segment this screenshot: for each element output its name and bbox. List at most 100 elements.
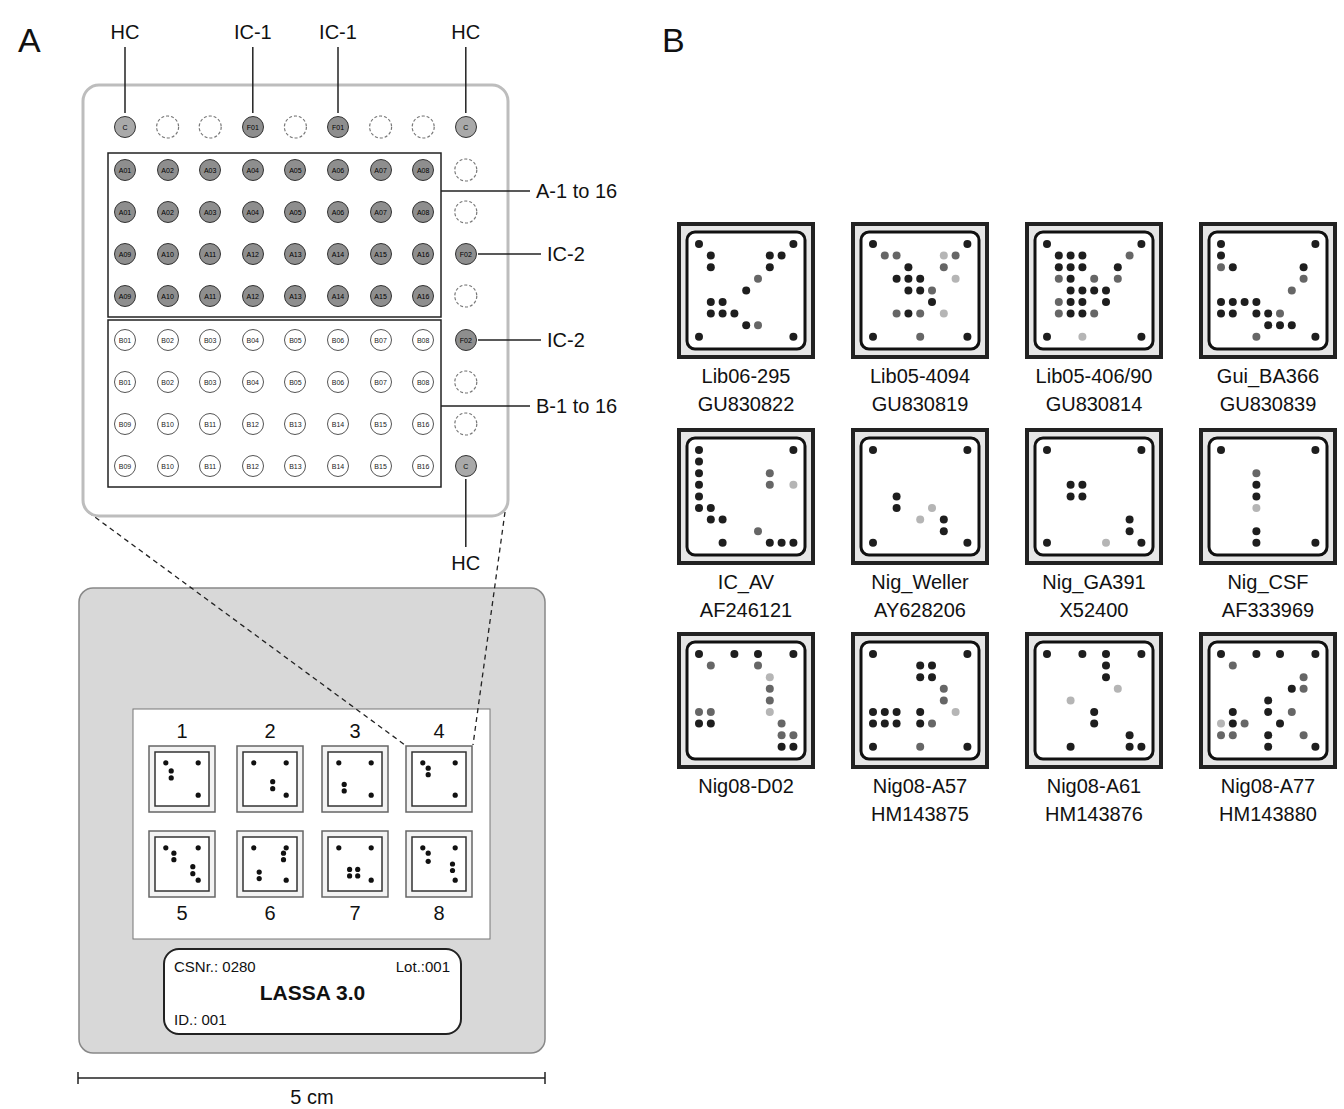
spot-id: A13	[289, 251, 301, 258]
spot-id: A03	[204, 167, 216, 174]
array-image: Lib05-406/90GU830814	[1009, 222, 1179, 418]
array-dot	[754, 321, 762, 329]
array-dot	[707, 720, 715, 728]
well-dot	[257, 876, 262, 881]
array-dot	[1300, 263, 1308, 271]
zoom-line	[473, 512, 505, 745]
array-dot	[916, 743, 924, 751]
array-spot: B06	[327, 371, 349, 393]
well-dot	[453, 760, 458, 765]
array-dot	[766, 539, 774, 547]
array-dot	[778, 720, 786, 728]
photo-frame	[853, 634, 987, 767]
spot-id: B09	[119, 421, 131, 428]
spot-id: A02	[161, 209, 173, 216]
array-dot	[1043, 446, 1051, 454]
array-dot	[1126, 731, 1134, 739]
array-dot	[1090, 275, 1098, 283]
well-window	[133, 709, 490, 939]
array-dot	[904, 310, 912, 318]
well-dot	[190, 864, 195, 869]
spot-id: A04	[247, 167, 259, 174]
well-inner	[155, 837, 209, 891]
well-dot	[426, 851, 431, 856]
array-dot	[1078, 286, 1086, 294]
array-dot	[1300, 731, 1308, 739]
spot-id: B04	[247, 337, 259, 344]
well-dot	[453, 793, 458, 798]
empty-spot	[199, 116, 221, 138]
array-dot	[869, 743, 877, 751]
array-spot: A06	[327, 159, 349, 181]
well-dot	[355, 867, 360, 872]
array-dot	[1102, 298, 1110, 306]
array-spot: F02	[455, 243, 477, 265]
array-spot: A14	[327, 243, 349, 265]
array-dot	[1126, 527, 1134, 535]
photo-inner	[1035, 438, 1153, 555]
leader-line	[252, 47, 254, 113]
spot-id: B11	[204, 421, 216, 428]
array-dot	[1288, 685, 1296, 693]
array-dot	[1217, 650, 1225, 658]
array-photo	[1199, 428, 1337, 565]
array-dot	[940, 685, 948, 693]
array-dot	[928, 286, 936, 294]
array-dot	[1311, 333, 1319, 341]
spot-id: B02	[161, 337, 173, 344]
array-dot	[1137, 333, 1145, 341]
array-spot: A01	[114, 159, 136, 181]
spot-id: F02	[460, 251, 472, 258]
array-dot	[1067, 252, 1075, 260]
array-art	[1199, 222, 1337, 359]
array-spot: B02	[157, 329, 179, 351]
group-box	[108, 320, 441, 487]
array-spot: B12	[242, 455, 264, 477]
array-dot	[1090, 310, 1098, 318]
array-dot	[1311, 650, 1319, 658]
spot-id: B07	[374, 337, 386, 344]
array-dot	[742, 321, 750, 329]
array-dot	[1043, 240, 1051, 248]
well-dot	[169, 768, 174, 773]
array-dot	[940, 516, 948, 524]
well-dot	[342, 788, 347, 793]
array-dot	[869, 539, 877, 547]
sample-caption: AF246121	[700, 596, 792, 624]
array-dot	[1229, 720, 1237, 728]
array-dot	[1252, 310, 1260, 318]
well-dot	[171, 851, 176, 856]
spot-id: C	[463, 463, 468, 470]
array-dot	[1229, 662, 1237, 670]
array-dot	[916, 516, 924, 524]
array-dot	[695, 446, 703, 454]
array-dot	[1311, 743, 1319, 751]
well-dot	[453, 878, 458, 883]
array-dot	[766, 696, 774, 704]
control-label: IC-1	[234, 20, 272, 44]
sample-caption: Nig_GA391	[1042, 568, 1145, 596]
empty-spot	[157, 116, 179, 138]
photo-frame	[679, 224, 813, 357]
array-spot: A01	[114, 201, 136, 223]
well-number: 8	[433, 901, 444, 925]
spot-id: B02	[161, 379, 173, 386]
array-photo	[1025, 222, 1163, 359]
array-dot	[695, 720, 703, 728]
array-dot	[916, 286, 924, 294]
well-outline	[237, 831, 303, 897]
array-dot	[963, 539, 971, 547]
spot-id: A09	[119, 293, 131, 300]
array-photo	[1199, 632, 1337, 769]
array-dot	[1241, 298, 1249, 306]
spot-id: F01	[247, 124, 259, 131]
array-art	[1199, 632, 1337, 769]
well-dot	[163, 760, 168, 765]
array-dot	[904, 263, 912, 271]
photo-frame	[1201, 430, 1335, 563]
array-spot: B04	[242, 371, 264, 393]
array-dot	[952, 275, 960, 283]
array-dot	[940, 263, 948, 271]
well-dot	[336, 760, 341, 765]
array-dot	[869, 720, 877, 728]
